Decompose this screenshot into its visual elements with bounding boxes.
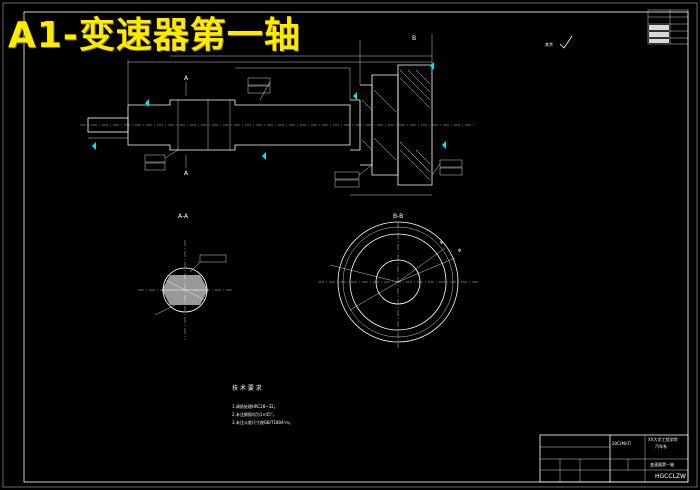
gear-hatching xyxy=(361,69,431,181)
section-bb-label: B-B xyxy=(393,213,403,220)
section-marker-a-top: A xyxy=(184,75,189,82)
drawing-title: A1-变速器第一轴 xyxy=(8,15,301,56)
title-block-drawing-number: HGCCLZW xyxy=(655,473,686,480)
tech-req-item-2: 2.未注倒角均为1×45°。 xyxy=(232,411,277,417)
section-marker-a-bottom: A xyxy=(184,170,189,177)
revision-table xyxy=(647,9,689,45)
title-block-department: 汽车系 xyxy=(655,443,667,449)
section-aa-view xyxy=(138,240,232,340)
title-block-material: 20CrMnTi xyxy=(612,441,631,446)
title-block-drawing-name: 变速器第一轴 xyxy=(650,461,674,467)
svg-text:Φ: Φ xyxy=(458,248,461,253)
section-aa-label: A-A xyxy=(178,213,189,220)
tech-req-item-1: 1.调质处理HRC28~32。 xyxy=(232,403,278,409)
tech-req-heading: 技 术 要 求 xyxy=(232,384,262,392)
section-marker-b: B xyxy=(412,35,416,42)
title-block: 20CrMnTi XX大学工程学院 汽车系 变速器第一轴 HGCCLZW xyxy=(539,434,689,483)
svg-text:Φ: Φ xyxy=(440,240,443,245)
inner-border xyxy=(23,11,689,483)
roughness-symbol xyxy=(559,35,573,49)
section-bb-view: Φ Φ xyxy=(318,221,480,348)
tech-req-item-3: 3.未注公差尺寸按GB/T1804-m。 xyxy=(232,419,293,425)
shaft-main-view: A A B xyxy=(80,34,475,196)
title-block-school: XX大学工程学院 xyxy=(648,436,677,442)
roughness-marker xyxy=(145,99,149,107)
roughness-note: 其余 xyxy=(545,41,553,47)
tech-requirements: 技 术 要 求 1.调质处理HRC28~32。 2.未注倒角均为1×45°。 3… xyxy=(232,384,293,425)
